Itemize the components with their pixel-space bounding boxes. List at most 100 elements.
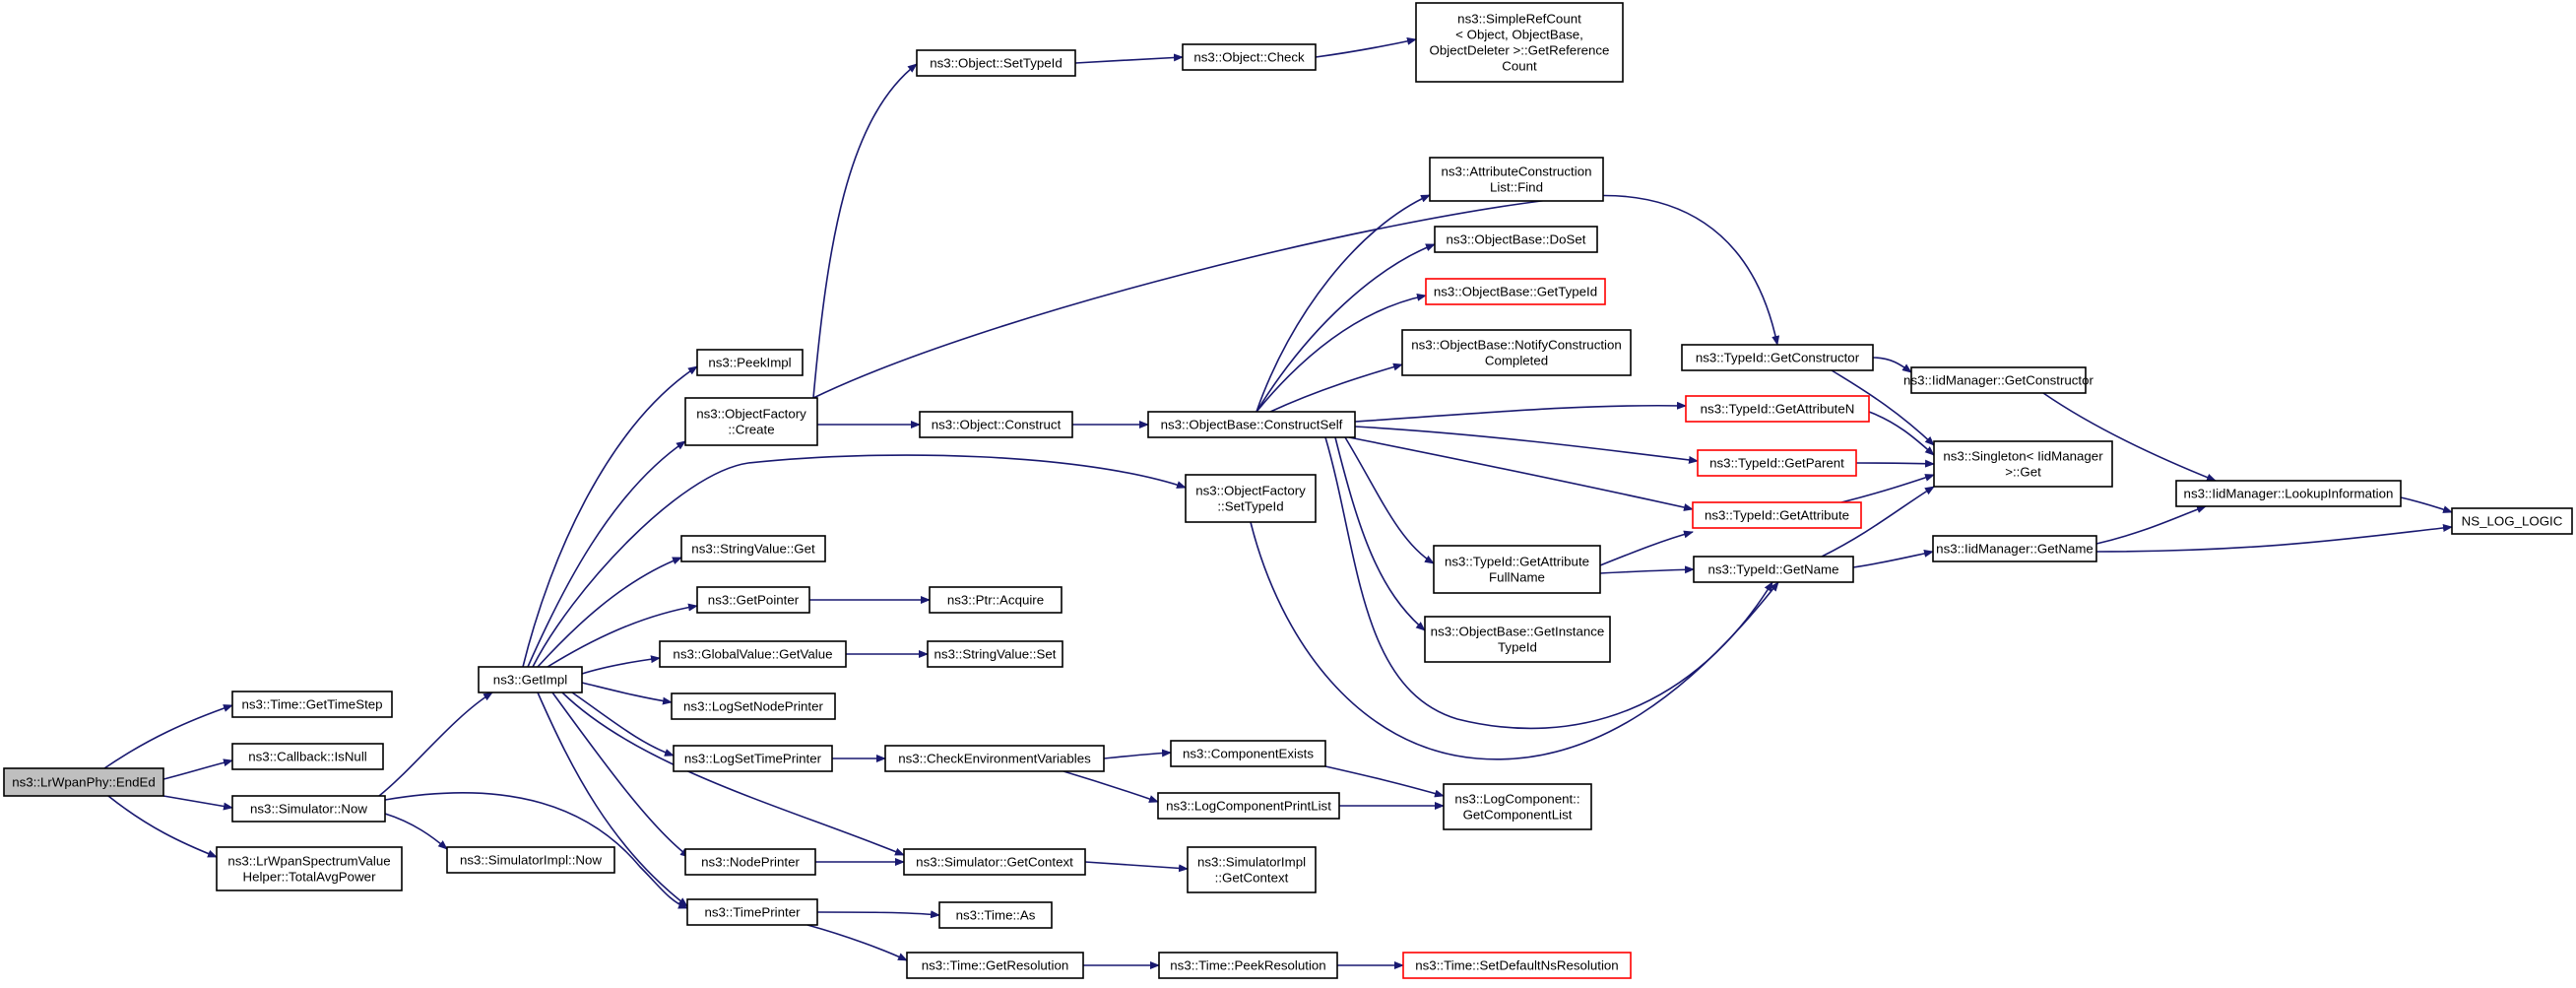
- call-edge: [1840, 474, 1935, 503]
- function-node-label: ns3::GlobalValue::GetValue: [673, 647, 832, 662]
- function-node[interactable]: ns3::ObjectFactory::SetTypeId: [1185, 474, 1317, 523]
- call-edge: [1354, 401, 1687, 423]
- function-node[interactable]: ns3::TimePrinter: [686, 898, 818, 926]
- function-node[interactable]: ns3::Time::PeekResolution: [1158, 952, 1338, 979]
- function-node[interactable]: ns3::SimulatorImpl::GetContext: [1187, 846, 1317, 893]
- function-node[interactable]: ns3::SimulatorImpl::Now: [446, 846, 615, 874]
- function-node-label: ns3::Time::GetTimeStep: [241, 697, 382, 712]
- function-node-label: Count: [1502, 59, 1537, 74]
- function-node[interactable]: ns3::IidManager::GetConstructor: [1903, 366, 2094, 394]
- call-edge: [1256, 194, 1431, 413]
- function-node[interactable]: ns3::StringValue::Set: [927, 640, 1063, 668]
- call-edge: [547, 603, 698, 668]
- function-node[interactable]: ns3::ComponentExists: [1170, 740, 1326, 767]
- function-node[interactable]: ns3::Callback::IsNull: [231, 743, 384, 770]
- function-node-label: ns3::Time::GetResolution: [922, 958, 1069, 973]
- call-edge: [812, 63, 918, 399]
- function-node[interactable]: ns3::TypeId::GetName: [1693, 556, 1854, 583]
- function-node[interactable]: ns3::LogComponentPrintList: [1157, 792, 1340, 820]
- function-node-label: ns3::TypeId::GetAttributeN: [1701, 402, 1855, 417]
- function-node[interactable]: ns3::TypeId::GetParent: [1697, 449, 1857, 477]
- function-node[interactable]: ns3::SimpleRefCount< Object, ObjectBase,…: [1415, 2, 1624, 83]
- function-node-label: ns3::TypeId::GetConstructor: [1696, 351, 1860, 365]
- root-function-node[interactable]: ns3::LrWpanPhy::EndEd: [3, 767, 164, 797]
- function-node[interactable]: ns3::Object::Check: [1182, 43, 1317, 71]
- function-node-label: ns3::ComponentExists: [1183, 747, 1314, 761]
- function-node[interactable]: ns3::Object::SetTypeId: [916, 49, 1076, 77]
- function-node[interactable]: ns3::TypeId::GetConstructor: [1681, 344, 1874, 371]
- function-node-label: ns3::LogComponentPrintList: [1166, 799, 1331, 814]
- function-node[interactable]: ns3::Object::Construct: [919, 411, 1073, 438]
- function-node-label: FullName: [1489, 570, 1545, 585]
- call-edge: [581, 682, 673, 705]
- function-node[interactable]: ns3::LrWpanSpectrumValueHelper::TotalAvg…: [216, 846, 403, 891]
- function-node[interactable]: NS_LOG_LOGIC: [2451, 507, 2573, 535]
- function-node-label: Helper::TotalAvgPower: [242, 870, 376, 885]
- call-edge: [1334, 436, 1426, 631]
- function-node[interactable]: ns3::IidManager::LookupInformation: [2175, 480, 2402, 507]
- function-node[interactable]: ns3::TypeId::GetAttributeN: [1685, 395, 1870, 423]
- call-edge: [1063, 770, 1159, 803]
- call-edge: [1324, 436, 1773, 730]
- call-edge: [1872, 357, 1912, 373]
- function-node-label: ns3::ObjectBase::ConstructSelf: [1161, 418, 1343, 432]
- function-node[interactable]: ns3::Singleton< IidManager>::Get: [1933, 440, 2113, 488]
- function-node-label: TypeId: [1498, 640, 1537, 655]
- function-node-label: ns3::SimpleRefCount: [1457, 12, 1581, 27]
- function-node-label: ns3::ObjectBase::GetInstance: [1431, 625, 1605, 639]
- function-node[interactable]: ns3::NodePrinter: [684, 848, 816, 876]
- function-node[interactable]: ns3::ObjectBase::NotifyConstructionCompl…: [1401, 329, 1632, 376]
- function-node[interactable]: ns3::LogSetNodePrinter: [671, 692, 836, 720]
- function-node-label: ns3::Object::Check: [1193, 50, 1305, 65]
- function-node[interactable]: ns3::Time::GetTimeStep: [231, 691, 393, 718]
- call-edge: [378, 692, 493, 797]
- function-node-label: >::Get: [2005, 465, 2041, 480]
- function-node-label: ns3::Simulator::Now: [250, 802, 367, 817]
- function-node[interactable]: ns3::ObjectBase::DoSet: [1434, 226, 1598, 253]
- function-node[interactable]: ns3::PeekImpl: [696, 349, 804, 376]
- function-node-label: ns3::Object::SetTypeId: [930, 56, 1063, 71]
- function-node[interactable]: ns3::StringValue::Get: [680, 535, 826, 562]
- function-node[interactable]: ns3::GlobalValue::GetValue: [659, 640, 847, 668]
- function-node[interactable]: ns3::CheckEnvironmentVariables: [884, 745, 1105, 772]
- function-node[interactable]: ns3::ObjectBase::GetTypeId: [1425, 278, 1606, 305]
- function-node-label: ns3::TypeId::GetAttribute: [1705, 508, 1849, 523]
- function-node[interactable]: ns3::Simulator::Now: [231, 795, 386, 823]
- function-node[interactable]: ns3::Simulator::GetContext: [903, 848, 1086, 876]
- function-node[interactable]: ns3::GetPointer: [696, 586, 810, 614]
- call-edge: [103, 704, 233, 769]
- function-node-label: ns3::PeekImpl: [708, 356, 791, 370]
- function-node-label: ns3::Time::PeekResolution: [1170, 958, 1325, 973]
- call-edge: [1855, 459, 1935, 468]
- function-node-label: ns3::SimulatorImpl: [1197, 855, 1306, 870]
- function-node-label: ns3::CheckEnvironmentVariables: [898, 752, 1091, 766]
- function-node[interactable]: ns3::Time::SetDefaultNsResolution: [1402, 952, 1632, 979]
- call-edge: [537, 692, 688, 907]
- function-node[interactable]: ns3::IidManager::GetName: [1932, 535, 2097, 562]
- call-edge: [1599, 565, 1695, 574]
- function-node-label: ns3::LogSetNodePrinter: [683, 699, 823, 714]
- function-node[interactable]: ns3::ObjectFactory::Create: [684, 397, 818, 446]
- call-edge: [1269, 362, 1403, 413]
- call-edge: [522, 365, 698, 668]
- call-edge: [162, 795, 233, 811]
- call-edge: [1354, 426, 1699, 464]
- function-node-label: ns3::Simulator::GetContext: [916, 855, 1073, 870]
- function-node-label: ns3::Object::Construct: [932, 418, 1062, 432]
- call-edge: [1868, 411, 1935, 456]
- function-node[interactable]: ns3::GetImpl: [478, 666, 583, 693]
- function-node[interactable]: ns3::LogSetTimePrinter: [673, 745, 833, 772]
- function-node[interactable]: ns3::ObjectBase::ConstructSelf: [1147, 411, 1356, 438]
- function-node-label: ::SetTypeId: [1217, 499, 1283, 514]
- function-node-label: ns3::ObjectBase::NotifyConstruction: [1411, 338, 1622, 353]
- function-node[interactable]: ns3::Time::GetResolution: [906, 952, 1084, 979]
- function-node[interactable]: ns3::Time::As: [938, 901, 1053, 929]
- function-node-label: ns3::StringValue::Get: [691, 542, 815, 557]
- call-edge: [107, 795, 218, 858]
- function-node[interactable]: ns3::TypeId::GetAttribute: [1692, 501, 1862, 529]
- function-node[interactable]: ns3::Ptr::Acquire: [929, 586, 1063, 614]
- function-node[interactable]: ns3::LogComponent::GetComponentList: [1443, 783, 1592, 830]
